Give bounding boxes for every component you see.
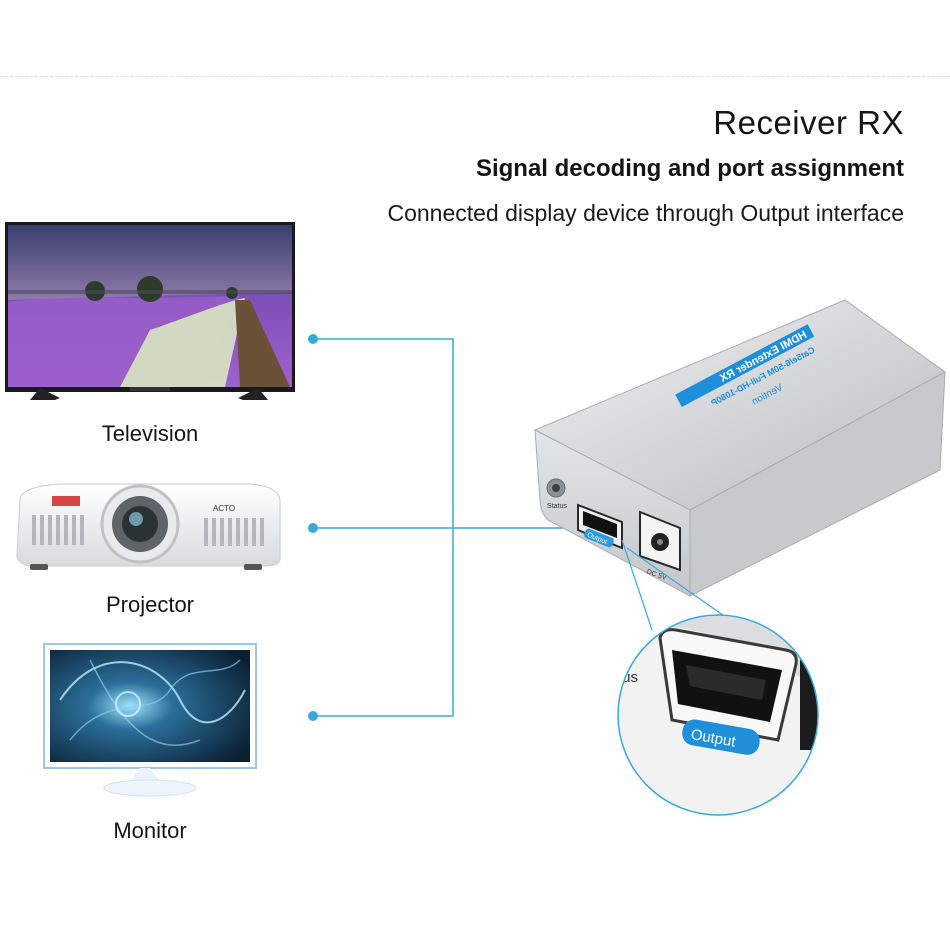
- hdmi-output-port: Output: [577, 503, 623, 550]
- page-title: Receiver RX: [713, 104, 904, 141]
- zoom-guide-lines: [621, 539, 731, 631]
- top-divider: [0, 76, 950, 77]
- page-subtitle: Signal decoding and port assignment: [475, 155, 904, 182]
- monitor-connector-dot: [308, 711, 318, 721]
- monitor-image: [43, 643, 257, 797]
- status-port-label: Status: [547, 503, 567, 510]
- projector-brand: ACTO: [213, 504, 235, 513]
- projector-connector-dot: [308, 523, 318, 533]
- zoom-hdmi-port: Output: [658, 628, 798, 755]
- television-label: Television: [101, 421, 199, 446]
- monitor-label: Monitor: [113, 818, 187, 843]
- zoom-inset: Output tus: [617, 614, 819, 816]
- television-image: [5, 222, 295, 400]
- extender-rx-device: HDMI Extender RX Cat5e/6-50M Full-HD-108…: [533, 299, 946, 597]
- projector-label: Projector: [105, 592, 195, 617]
- television-connector-dot: [308, 334, 318, 344]
- page-description: Connected display device through Output …: [387, 200, 904, 226]
- projector-image: ACTO: [16, 483, 281, 570]
- connector-lines: [313, 338, 580, 717]
